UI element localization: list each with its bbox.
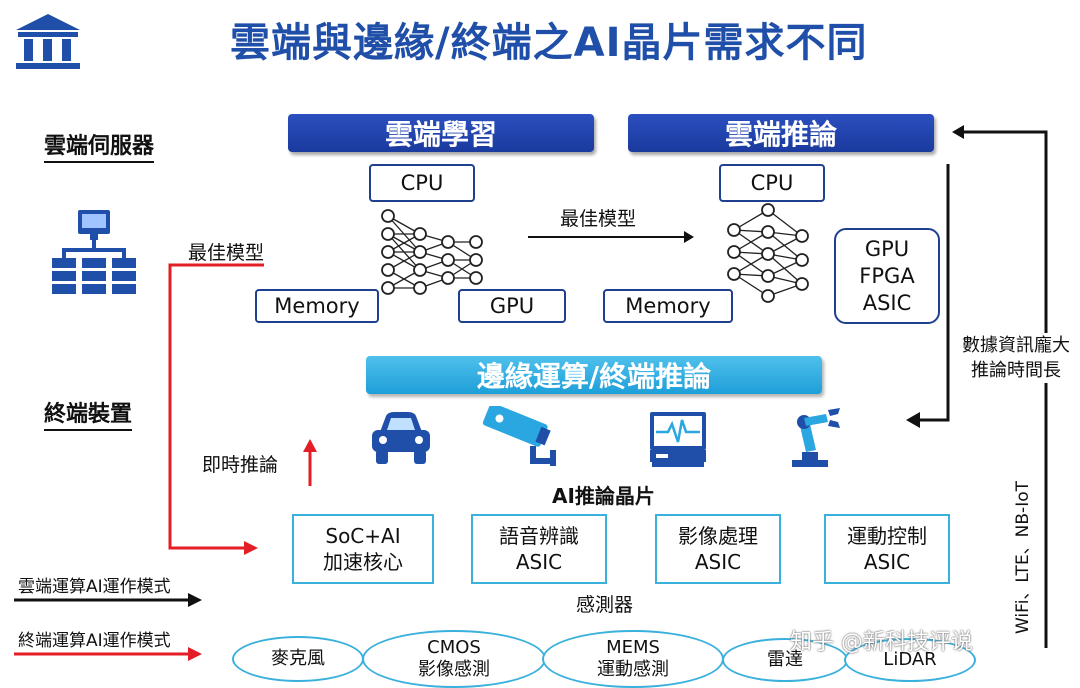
connectivity-label: WiFi、LTE、NB-IoT <box>1008 479 1033 636</box>
chip-line-2: ASIC <box>515 550 563 574</box>
chip-line-1: 影像處理 <box>678 524 758 548</box>
edge-inference-banner: 邊緣運算/終端推論 <box>366 356 822 394</box>
car-icon <box>372 412 430 464</box>
sensor-mems: MEMS 運動感測 <box>542 630 724 688</box>
cloud-inference-memory-box: Memory <box>603 289 733 323</box>
sensor-cmos: CMOS 影像感測 <box>362 630 546 688</box>
cloud-inference-accelerator-box: GPU FPGA ASIC <box>834 228 940 324</box>
chip-motion-control: 運動控制 ASIC <box>824 514 950 584</box>
watermark: 知乎 @新科技评说 <box>790 630 973 655</box>
cloud-learning-banner: 雲端學習 <box>288 114 594 152</box>
data-volume-note: 數據資訊龐大 推論時間長 <box>962 333 1070 383</box>
page-title: 雲端與邊緣/終端之AI晶片需求不同 <box>230 20 868 66</box>
chip-line-2: 加速核心 <box>323 550 403 574</box>
server-network-icon <box>52 210 136 294</box>
sensor-line-1: 麥克風 <box>271 648 325 669</box>
sensor-line-2: 運動感測 <box>597 659 669 680</box>
sensor-line-1: CMOS <box>427 637 481 658</box>
legend-cloud-mode-label: 雲端運算AI運作模式 <box>18 577 171 597</box>
cloud-learning-cpu-box: CPU <box>369 164 475 202</box>
security-camera-icon <box>482 406 556 466</box>
sensor-line-1: 雷達 <box>767 649 803 670</box>
cloud-inference-banner: 雲端推論 <box>628 114 934 152</box>
institution-columns-icon <box>16 14 80 69</box>
sensor-lidar: LiDAR <box>844 638 976 682</box>
legend-cloud-mode-arrow <box>14 593 202 607</box>
realtime-inference-label: 即時推論 <box>202 454 279 476</box>
sensor-microphone: 麥克風 <box>232 636 364 682</box>
realtime-up-arrow <box>303 439 317 486</box>
terminal-device-label: 終端裝置 <box>44 396 133 431</box>
chip-line-2: ASIC <box>694 550 742 574</box>
inference-neural-network-icon <box>727 203 809 303</box>
chip-line-1: 運動控制 <box>847 524 927 548</box>
chip-soc-ai: SoC+AI 加速核心 <box>292 514 434 584</box>
chip-line-1: 語音辨識 <box>499 524 579 548</box>
sensor-line-1: MEMS <box>606 637 660 658</box>
legend-terminal-mode-arrow <box>14 647 202 661</box>
feedback-connection-arrows <box>906 125 1048 648</box>
ai-chip-label: AI推論晶片 <box>552 484 655 508</box>
sensor-line-2: 影像感測 <box>418 659 490 680</box>
note-line-1: 數據資訊龐大 <box>962 335 1070 356</box>
cloud-server-label: 雲端伺服器 <box>44 128 155 163</box>
training-neural-network-icon <box>381 209 483 295</box>
sensor-line-1: LiDAR <box>883 649 937 670</box>
sensor-radar: 雷達 <box>722 638 848 682</box>
chip-line-2: ASIC <box>863 550 911 574</box>
best-model-center-label: 最佳模型 <box>560 208 637 230</box>
medical-monitor-icon <box>650 412 706 467</box>
accel-asic-label: ASIC <box>862 290 912 315</box>
chip-image-processing: 影像處理 ASIC <box>655 514 781 584</box>
sensors-label: 感測器 <box>576 594 634 616</box>
accel-fpga-label: FPGA <box>859 263 915 288</box>
chip-speech-recognition: 語音辨識 ASIC <box>471 514 607 584</box>
robot-arm-icon <box>792 408 840 467</box>
note-line-2: 推論時間長 <box>971 360 1061 381</box>
best-model-left-label: 最佳模型 <box>188 242 265 264</box>
cloud-inference-cpu-box: CPU <box>719 164 825 202</box>
model-deploy-red-arrow <box>168 263 264 555</box>
chip-line-1: SoC+AI <box>325 524 401 548</box>
cloud-learning-gpu-box: GPU <box>458 289 566 323</box>
best-model-arrow <box>528 231 694 243</box>
legend-terminal-mode-label: 終端運算AI運作模式 <box>18 631 171 651</box>
accel-gpu-label: GPU <box>864 236 910 261</box>
cloud-learning-memory-box: Memory <box>255 289 379 323</box>
